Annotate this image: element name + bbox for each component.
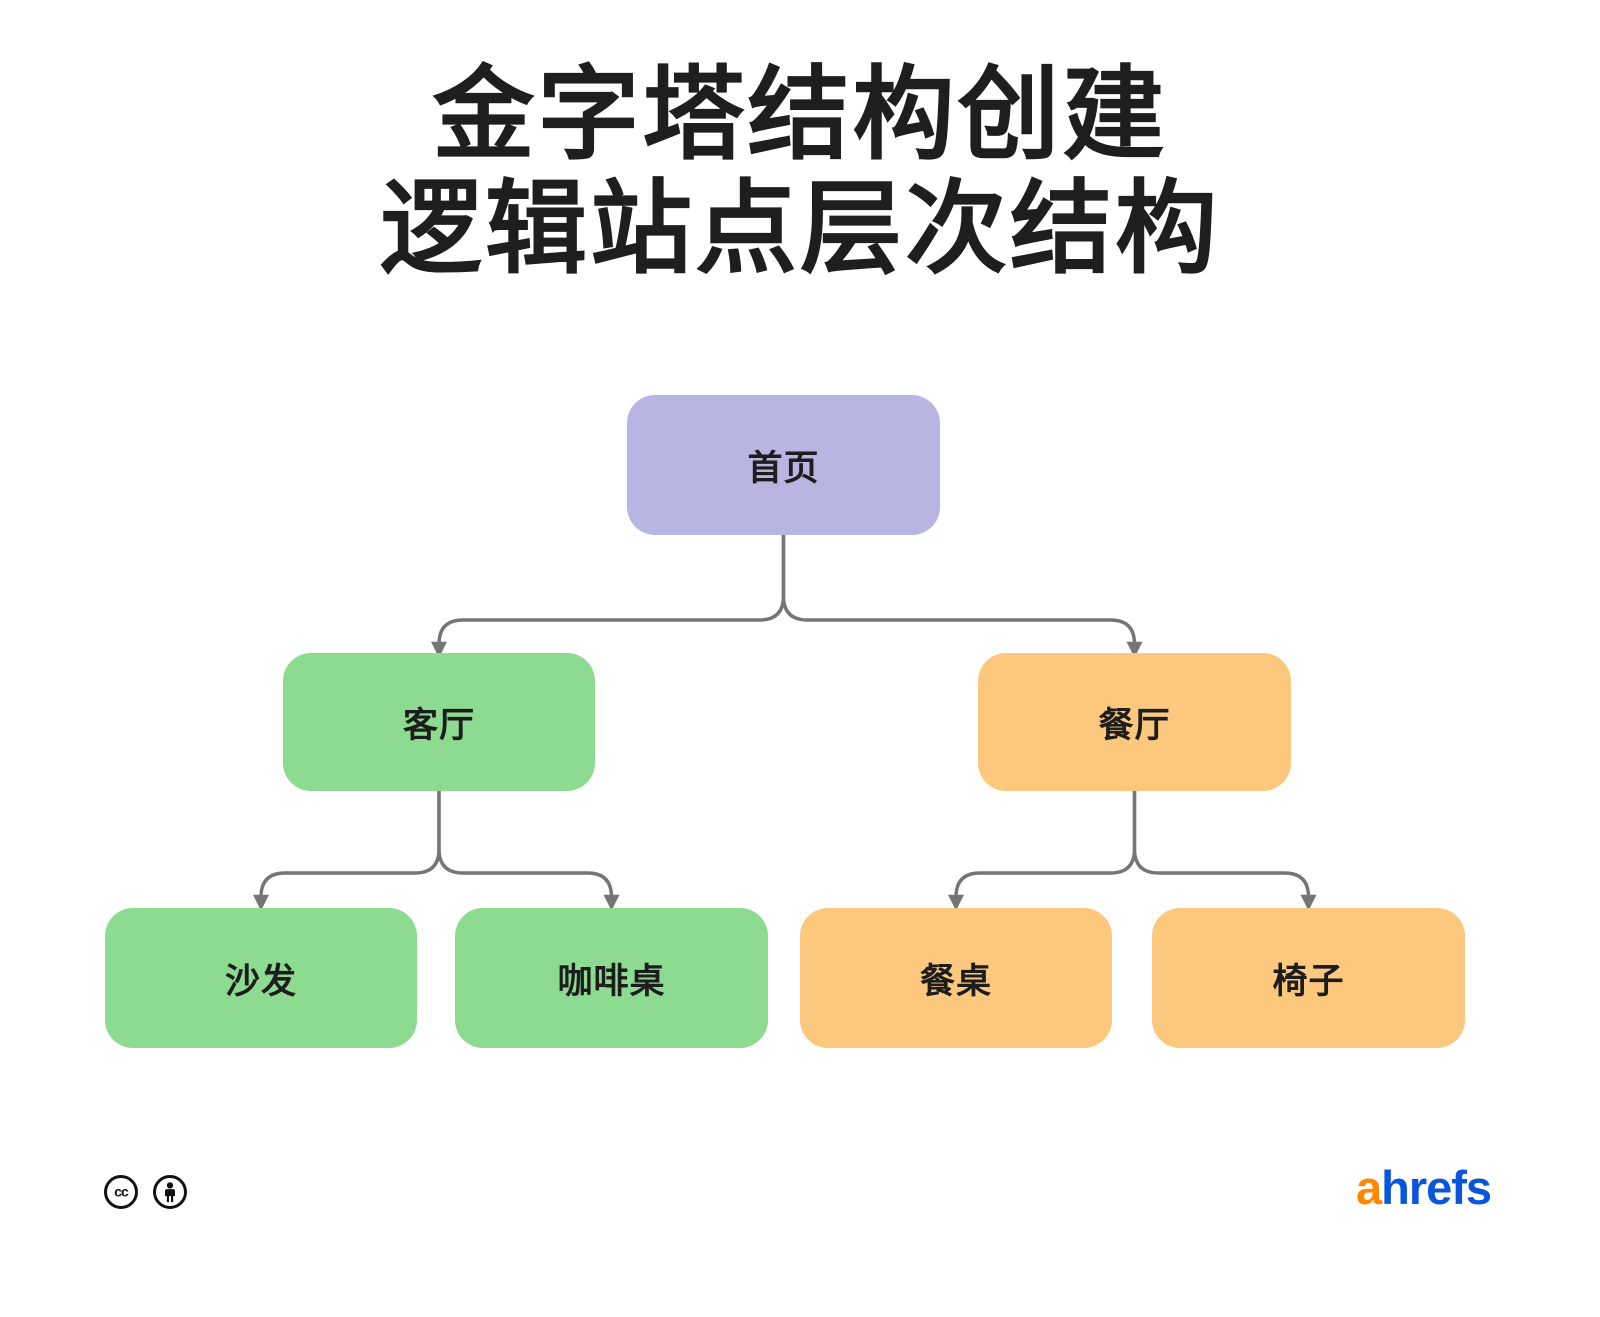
tree-node-dining-table: 餐桌	[800, 908, 1112, 1048]
node-label-chair: 椅子	[1272, 961, 1345, 1001]
attribution-icon	[153, 1175, 187, 1209]
node-label-coffee-table: 咖啡桌	[557, 961, 666, 1001]
connector-living-room-coffee-table	[437, 791, 620, 911]
page-title: 金字塔结构创建 逻辑站点层次结构	[0, 58, 1600, 286]
title-line-2: 逻辑站点层次结构	[380, 172, 1220, 287]
node-label-dining-table: 餐桌	[919, 961, 992, 1001]
tree-node-dining-room: 餐厅	[978, 653, 1291, 791]
node-label-dining-room: 餐厅	[1098, 705, 1171, 745]
ahrefs-logo: ahrefs	[1356, 1161, 1492, 1214]
tree-node-sofa: 沙发	[105, 908, 417, 1048]
connector-dining-room-dining-table	[948, 791, 1137, 911]
connector-homepage-dining-room	[781, 535, 1143, 658]
node-label-living-room: 客厅	[402, 705, 475, 745]
tree-node-chair: 椅子	[1152, 908, 1465, 1048]
cc-icon-label: cc	[114, 1183, 129, 1200]
node-label-homepage: 首页	[747, 448, 820, 488]
node-label-sofa: 沙发	[224, 961, 297, 1001]
connector-living-room-sofa	[253, 791, 441, 911]
ahrefs-logo-a: a	[1356, 1161, 1382, 1214]
title-line-1: 金字塔结构创建	[432, 58, 1168, 172]
license-badges: cc	[104, 1175, 187, 1209]
ahrefs-logo-hrefs: hrefs	[1381, 1161, 1492, 1214]
connector-dining-room-chair	[1132, 791, 1317, 911]
tree-node-living-room: 客厅	[283, 653, 595, 791]
tree-node-coffee-table: 咖啡桌	[455, 908, 768, 1048]
cc-icon: cc	[104, 1175, 138, 1209]
connector-homepage-living-room	[431, 535, 786, 658]
tree-node-homepage: 首页	[627, 395, 940, 535]
